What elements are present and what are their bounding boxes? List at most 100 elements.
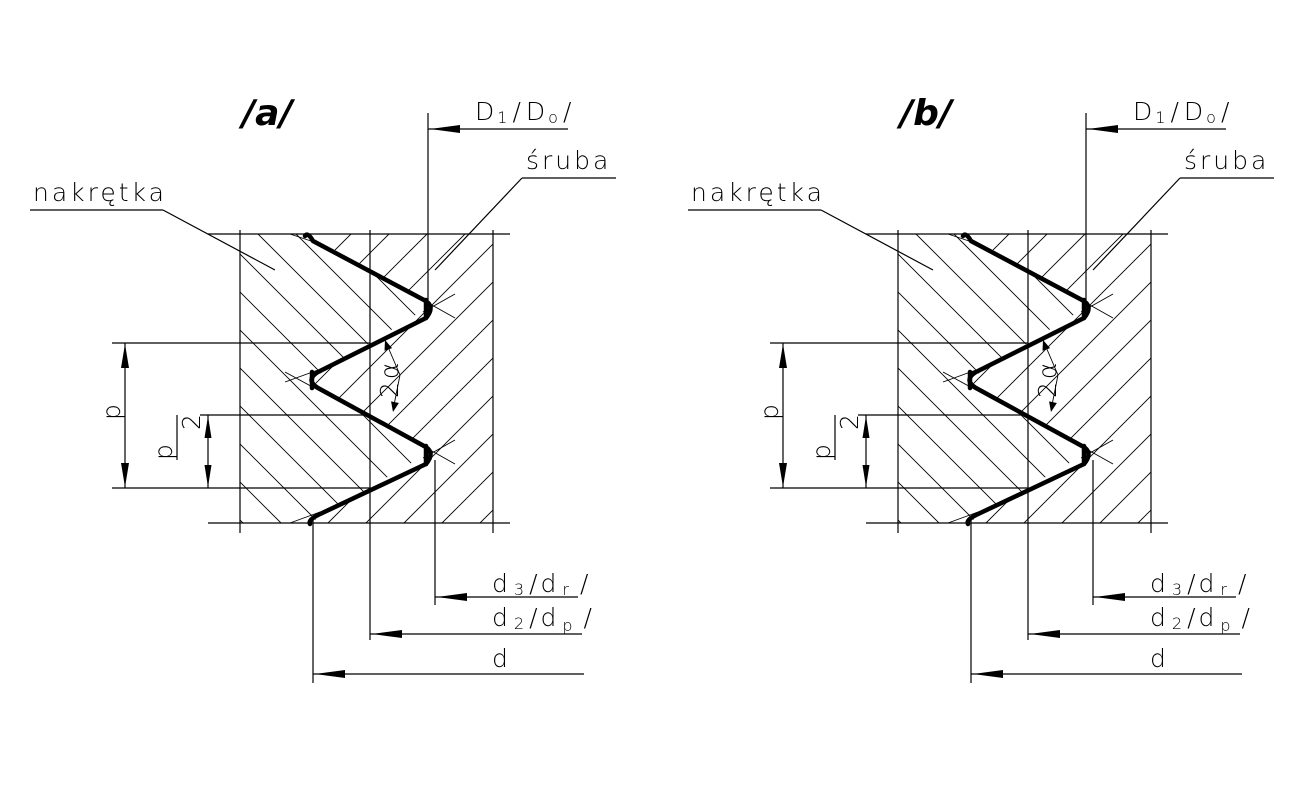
hatch-line xyxy=(632,234,921,523)
hatch-line xyxy=(0,234,167,523)
hatch-line xyxy=(562,234,851,523)
hatch-line xyxy=(0,234,275,523)
hatch-line xyxy=(365,234,493,523)
hatch-line xyxy=(240,234,430,523)
d-arrow xyxy=(973,670,1003,678)
d-label: d xyxy=(492,644,511,673)
hatch-line xyxy=(1029,234,1088,523)
hatch-line xyxy=(1296,234,1311,523)
slash: / xyxy=(580,569,591,598)
dp-main: d xyxy=(1199,603,1218,632)
hatch-line xyxy=(310,234,466,523)
panel-title: /b/ xyxy=(896,93,955,134)
nut-label: nakrętka xyxy=(691,178,825,207)
half-pitch-arrow-bottom xyxy=(204,465,212,487)
screw-leader xyxy=(1092,177,1181,271)
angle-arrow-top xyxy=(384,340,393,351)
hatch-line xyxy=(898,234,940,523)
dr-sub: r xyxy=(1220,580,1230,599)
hatch-line xyxy=(327,234,493,523)
d2-sub: 2 xyxy=(1172,614,1185,633)
construction-line xyxy=(289,511,321,524)
hatch-line xyxy=(1214,234,1311,523)
hatch-line xyxy=(600,234,889,523)
slash: / xyxy=(512,97,523,126)
hatch-line xyxy=(240,234,396,523)
pitch-arrow-bottom xyxy=(121,463,129,487)
d3-main: d xyxy=(492,569,511,598)
slash: / xyxy=(529,603,540,632)
hatch-line xyxy=(953,234,1088,523)
slash: / xyxy=(1170,97,1181,126)
hatch-line xyxy=(991,234,1088,523)
hatch-line xyxy=(1023,234,1151,523)
hatch-line xyxy=(0,234,237,523)
D0-sub: o xyxy=(548,108,561,127)
half-pitch-arrow-top xyxy=(862,416,870,438)
construction-line xyxy=(947,511,979,524)
dr-main: d xyxy=(541,569,560,598)
hatch-line xyxy=(240,234,282,523)
dr-main: d xyxy=(1199,569,1218,598)
d3-main: d xyxy=(1150,569,1169,598)
hatch-line xyxy=(240,234,244,523)
nut-leader xyxy=(820,209,934,271)
d3-sub: 3 xyxy=(1172,580,1185,599)
hatch-line xyxy=(606,234,895,523)
nut-leader xyxy=(162,209,276,271)
d3-arrow xyxy=(1095,593,1125,601)
screw-label: śruba xyxy=(526,146,611,175)
angle-arrow-bottom xyxy=(391,401,399,412)
hatch-line xyxy=(536,234,825,523)
hatch-line xyxy=(1252,234,1311,523)
d-arrow xyxy=(315,670,345,678)
hatch-line xyxy=(1061,234,1151,523)
half-pitch-arrow-bottom xyxy=(862,465,870,487)
slash: / xyxy=(1238,569,1249,598)
pitch-arrow-bottom xyxy=(779,463,787,487)
D0-main: D xyxy=(1184,97,1206,126)
d3-sub: 3 xyxy=(514,580,527,599)
hatch-line xyxy=(968,234,1151,523)
thread-profile xyxy=(960,232,1091,527)
hatch-line xyxy=(310,234,493,523)
pitch-arrow-top xyxy=(779,344,787,368)
hatch-line xyxy=(968,234,1048,523)
slash: / xyxy=(1187,603,1198,632)
hatch-line xyxy=(1182,234,1311,523)
screw-leader xyxy=(434,177,523,271)
hatch-line xyxy=(1220,234,1311,523)
hatch-line xyxy=(898,234,978,523)
hatch-line xyxy=(1106,234,1311,523)
d2-main: d xyxy=(492,603,511,632)
hatch-line xyxy=(1290,234,1311,523)
hatch-line xyxy=(371,234,430,523)
nut-label: nakrętka xyxy=(33,178,167,207)
angle-arc xyxy=(384,339,401,411)
hatch-line xyxy=(1176,234,1311,523)
hatch-line xyxy=(479,234,493,523)
hatch-line xyxy=(310,234,314,523)
hatch-line xyxy=(498,234,787,523)
thread-profile xyxy=(302,232,433,527)
D1-D0-label: D1/Do/ xyxy=(1133,97,1232,127)
hatch-line xyxy=(594,234,883,523)
hatch-line xyxy=(1144,234,1311,523)
d-label: d xyxy=(1150,644,1169,673)
hatch-line xyxy=(898,234,902,523)
half-pitch-arrow-top xyxy=(204,416,212,438)
dr-sub: r xyxy=(562,580,572,599)
slash: / xyxy=(584,603,595,632)
D1-arrow xyxy=(430,125,460,133)
hatch-line xyxy=(1258,234,1311,523)
hatch-line xyxy=(828,234,1117,523)
hatch-line xyxy=(486,234,775,523)
D0-main: D xyxy=(526,97,548,126)
d2-sub: 2 xyxy=(514,614,527,633)
pitch-arrow-top xyxy=(121,344,129,368)
screw-hatching xyxy=(0,234,921,523)
hatch-line xyxy=(240,234,320,523)
